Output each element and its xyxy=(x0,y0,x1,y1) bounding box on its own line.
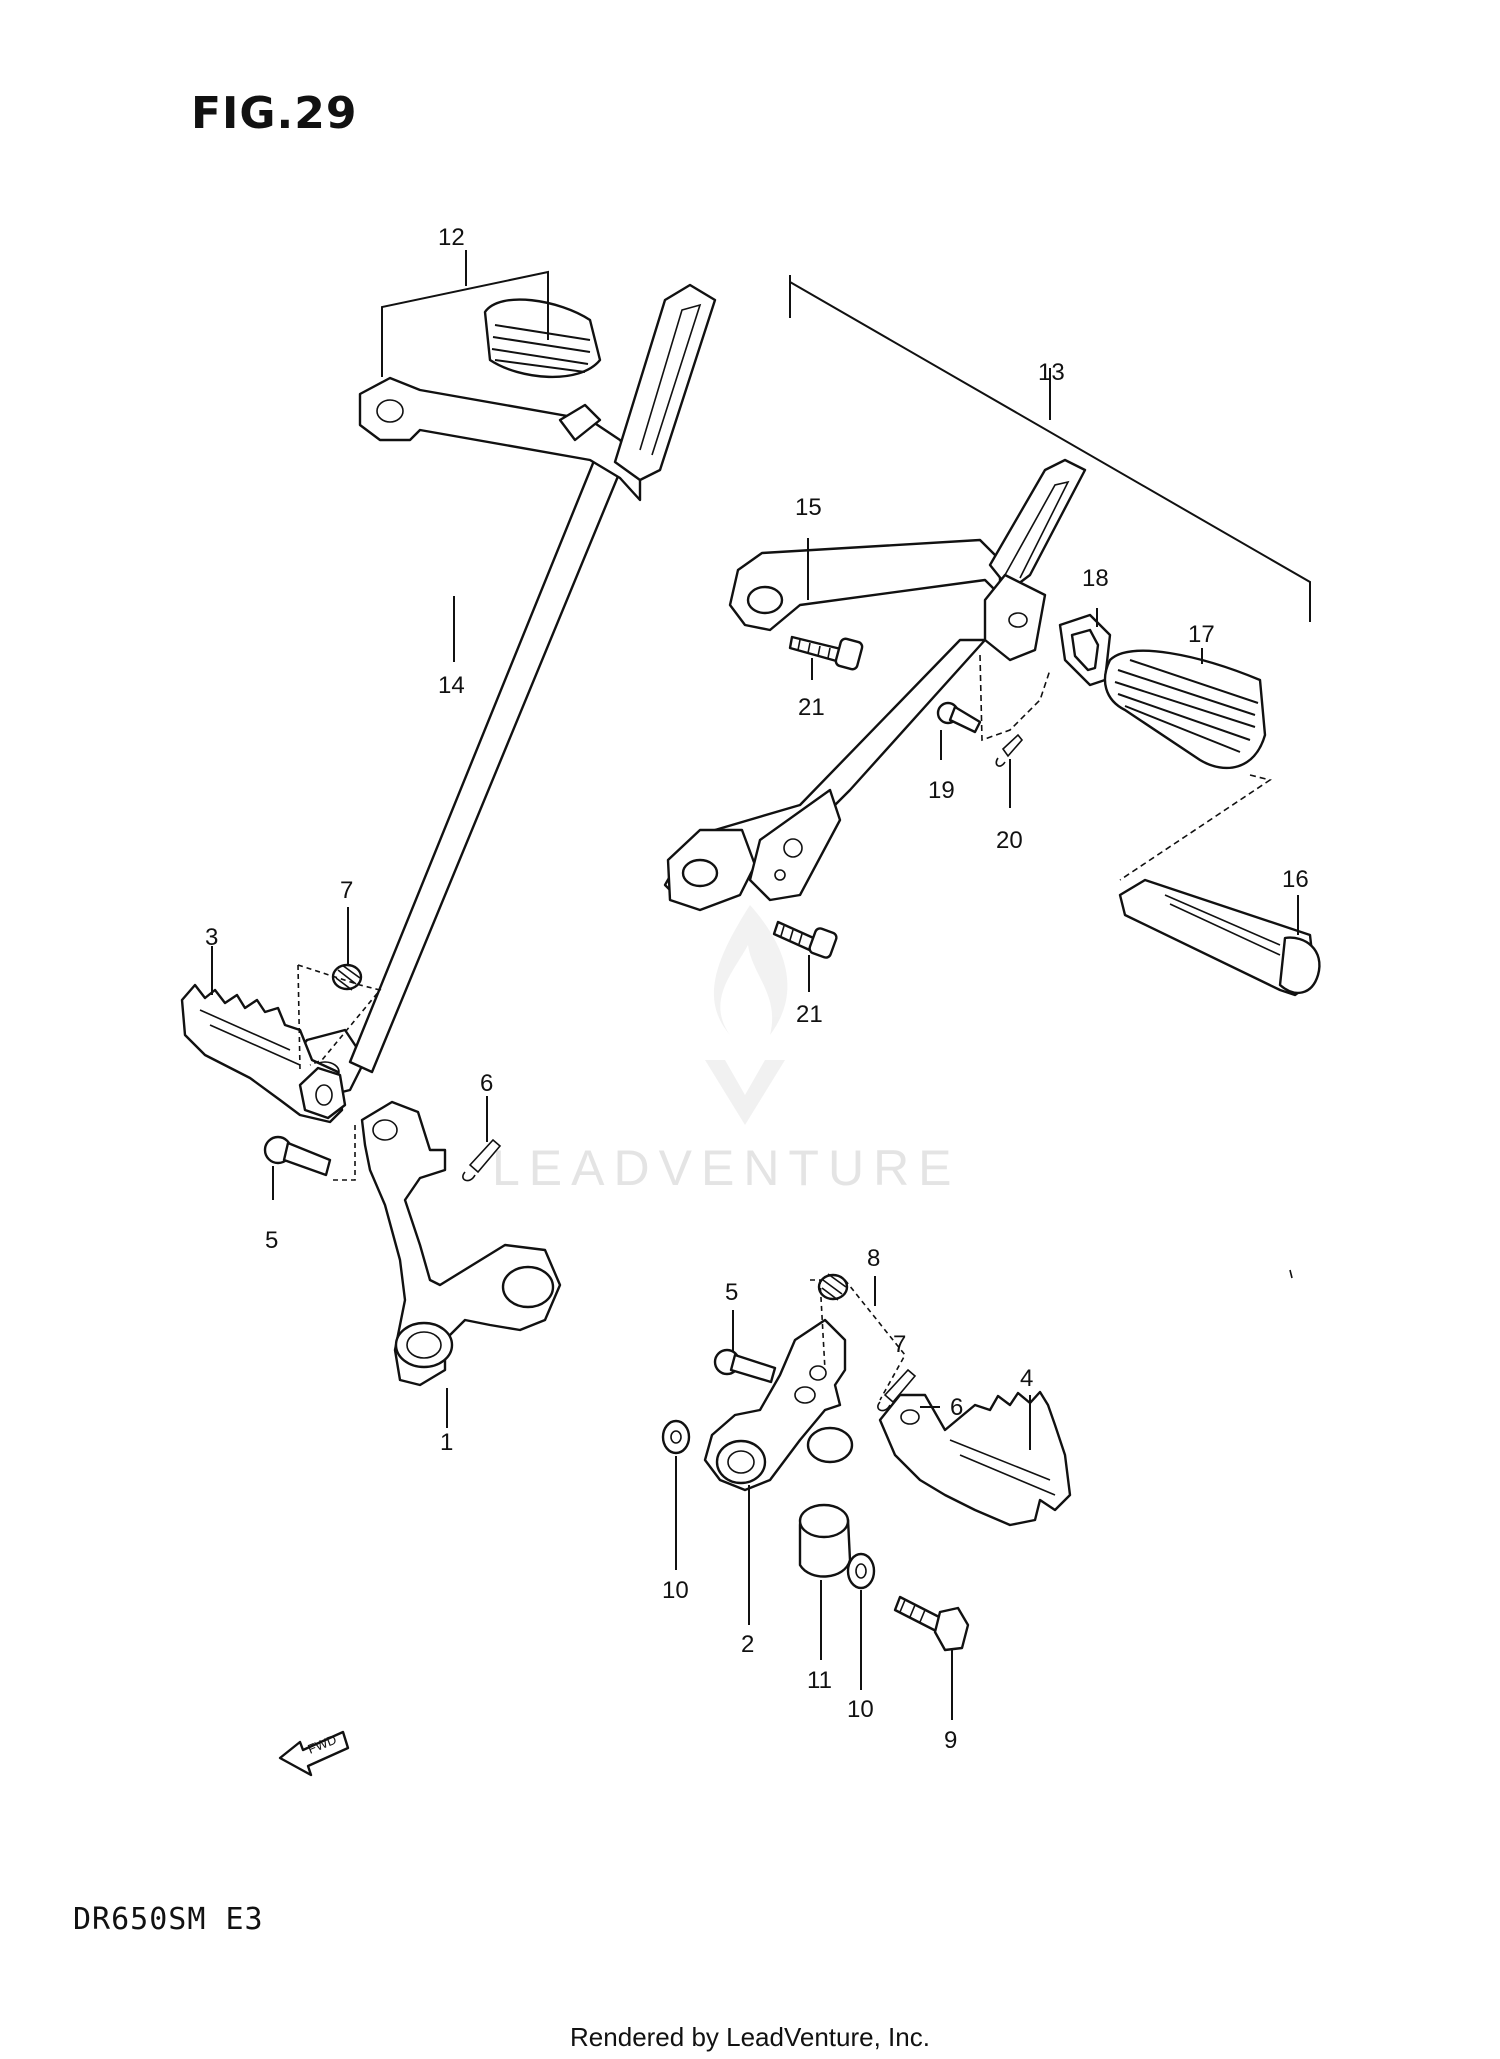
figure-title: FIG.29 xyxy=(191,88,358,139)
part-6-cotter-pin-left xyxy=(462,1138,502,1182)
callout-8: 8 xyxy=(867,1245,880,1272)
part-9-bolt xyxy=(893,1595,970,1652)
callout-13: 13 xyxy=(1038,359,1065,386)
part-5-pin-left xyxy=(263,1135,332,1177)
part-11-bushing xyxy=(798,1503,852,1578)
callout-11: 11 xyxy=(807,1667,832,1694)
group-bracket-13 xyxy=(789,275,1311,622)
part-2-footrest-holder-right xyxy=(703,1318,854,1492)
part-5-pin-right xyxy=(713,1348,777,1384)
part-10-washer-left xyxy=(661,1419,691,1455)
assembly-guide-lines xyxy=(297,654,1293,1401)
callout-19: 19 xyxy=(928,777,955,804)
part-10-washer-right xyxy=(846,1552,876,1590)
callout-15: 15 xyxy=(795,494,822,521)
part-1-footrest-holder-left xyxy=(360,1100,562,1387)
model-code-label: DR650SM E3 xyxy=(73,1902,264,1937)
callout-6-right: 6 xyxy=(950,1394,963,1421)
callout-20: 20 xyxy=(996,827,1023,854)
part-15-footrest-bracket-right xyxy=(663,458,1087,912)
part-17-footrest-rubber xyxy=(1103,649,1267,770)
part-20-cotter-pin xyxy=(995,733,1024,767)
part-16-footrest-peg xyxy=(1118,878,1321,997)
callout-18: 18 xyxy=(1082,565,1109,592)
callout-16: 16 xyxy=(1282,866,1309,893)
part-19-pin xyxy=(936,701,982,734)
group-bracket-12 xyxy=(381,250,549,377)
callout-17: 17 xyxy=(1188,621,1215,648)
callout-3: 3 xyxy=(205,924,218,951)
callout-21-upper: 21 xyxy=(798,694,825,721)
callout-10-left: 10 xyxy=(662,1577,689,1604)
part-21-bolt-upper xyxy=(788,635,864,671)
callout-numbers: 12 14 13 15 18 17 16 21 19 20 21 7 3 6 5… xyxy=(205,224,1309,1754)
callout-9: 9 xyxy=(944,1727,957,1754)
callout-12: 12 xyxy=(438,224,465,251)
render-credit: Rendered by LeadVenture, Inc. xyxy=(570,2022,930,2052)
callout-7-left: 7 xyxy=(340,877,353,904)
part-6-cotter-pin-right xyxy=(877,1368,917,1412)
part-14-footrest-bracket-left xyxy=(283,283,717,1102)
part-18-collar-ring xyxy=(1058,613,1112,687)
fwd-direction-arrow: FWD xyxy=(278,1730,350,1777)
callout-7-right: 7 xyxy=(893,1331,906,1358)
callout-5-left: 5 xyxy=(265,1227,278,1254)
callout-21-lower: 21 xyxy=(796,1001,823,1028)
watermark-logo xyxy=(705,905,788,1125)
part-4-footpeg-right xyxy=(878,1390,1072,1527)
callout-6-left: 6 xyxy=(480,1070,493,1097)
watermark-text: LEADVENTURE xyxy=(492,1140,961,1196)
callout-4: 4 xyxy=(1020,1365,1033,1392)
callout-2: 2 xyxy=(741,1631,754,1658)
part-21-bolt-lower xyxy=(772,920,838,959)
callout-14: 14 xyxy=(438,672,465,699)
part-7-spring-left xyxy=(331,963,363,991)
leader-lines xyxy=(211,538,1299,1720)
callout-10-right: 10 xyxy=(847,1696,874,1723)
part-3-footpeg-left xyxy=(180,983,347,1124)
callout-1: 1 xyxy=(440,1429,453,1456)
part-8-spring-right xyxy=(817,1273,849,1301)
callout-5-right: 5 xyxy=(725,1279,738,1306)
